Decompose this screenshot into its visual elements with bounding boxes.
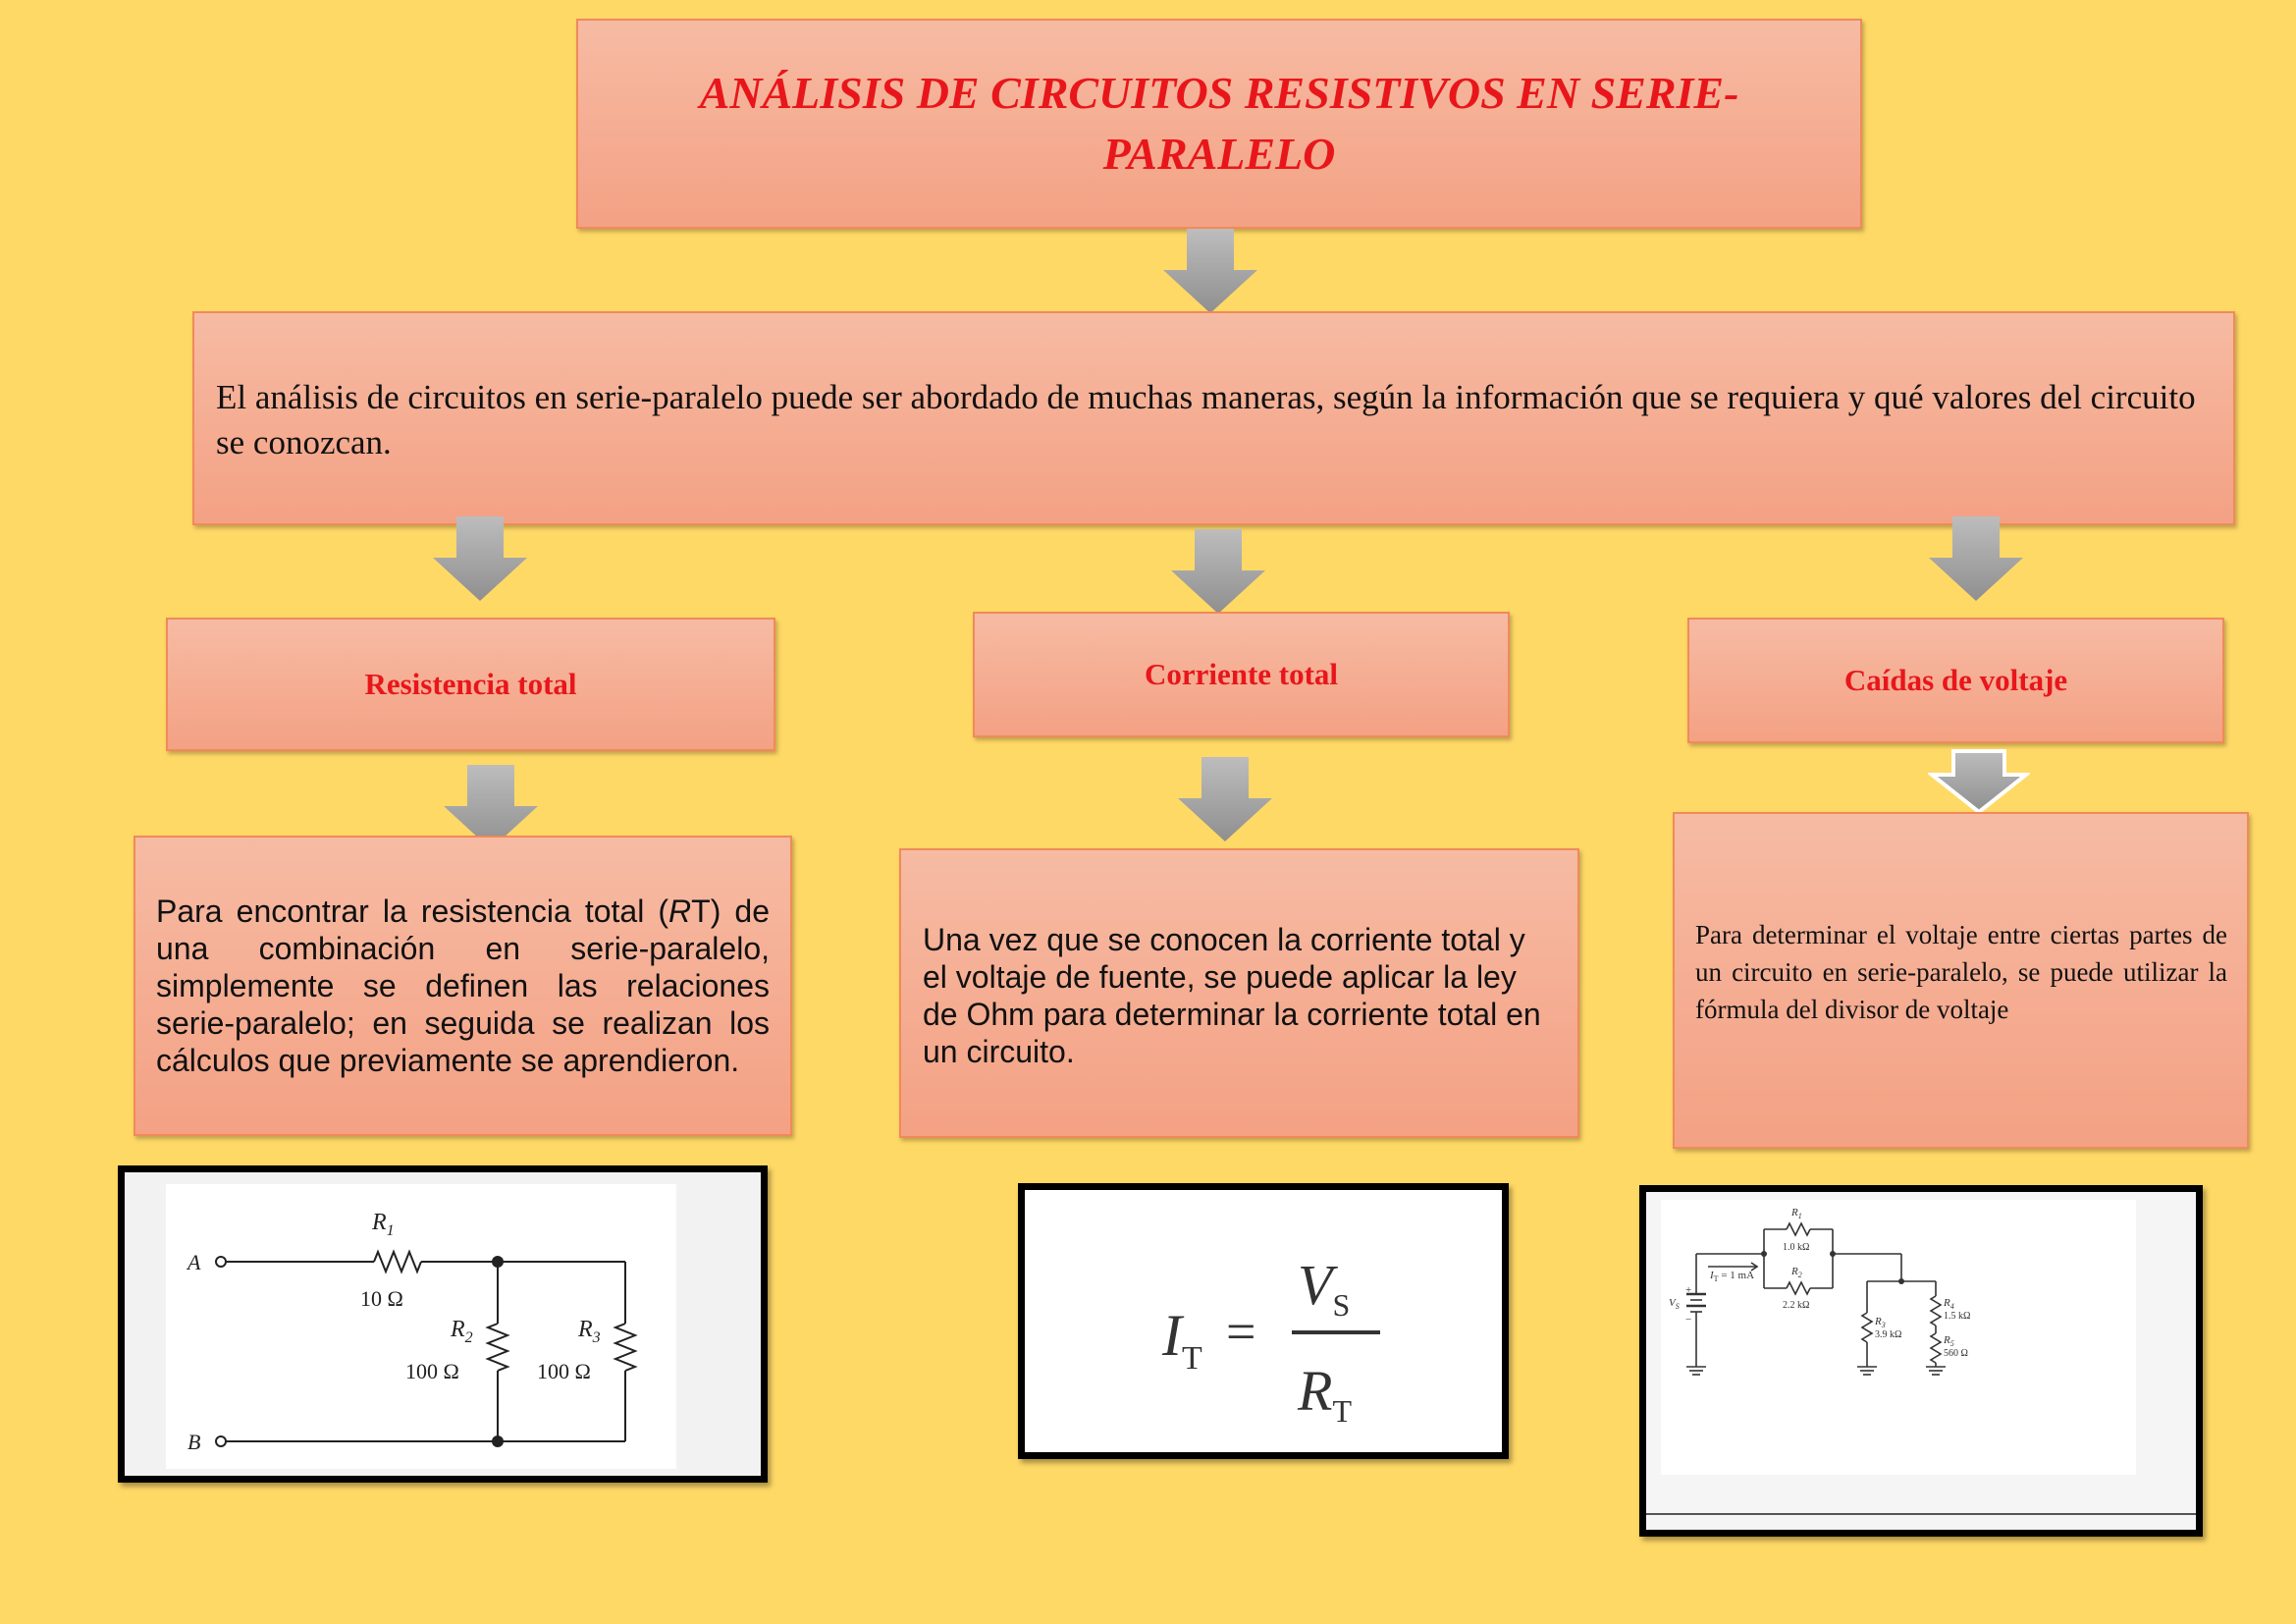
svg-text:−: − <box>1685 1314 1691 1326</box>
svg-text:1.5 kΩ: 1.5 kΩ <box>1944 1311 1970 1322</box>
node-b-label: B <box>187 1430 200 1454</box>
ohm-law-formula: IT = VS RT <box>1161 1253 1380 1429</box>
description-resistance: Para encontrar la resistencia total (RT)… <box>156 893 771 1078</box>
formula-image: IT = VS RT <box>1018 1183 1509 1459</box>
svg-text:R3: R3 <box>577 1317 601 1346</box>
circuit-diagram: A B R1 10 Ω R2 100 Ω R3 100 Ω <box>186 1210 638 1454</box>
svg-text:VS: VS <box>1669 1297 1680 1311</box>
circuit-image-resistance: A B R1 10 Ω R2 100 Ω R3 100 Ω <box>118 1165 768 1483</box>
svg-text:+: + <box>1685 1284 1691 1296</box>
heading-box-current: Corriente total <box>973 612 1510 737</box>
description-box-current: Una vez que se conocen la corriente tota… <box>899 848 1579 1138</box>
svg-text:2.2 kΩ: 2.2 kΩ <box>1783 1300 1809 1311</box>
intro-box: El análisis de circuitos en serie-parale… <box>192 311 2235 525</box>
svg-text:R2: R2 <box>450 1317 473 1346</box>
arrow-down-icon <box>1929 516 2023 601</box>
description-voltage: Para determinar el voltaje entre ciertas… <box>1695 920 2227 1024</box>
node-a-label: A <box>186 1250 201 1274</box>
arrow-down-icon <box>444 765 538 849</box>
svg-text:R3: R3 <box>1874 1316 1886 1329</box>
page-title: ANÁLISIS DE CIRCUITOS RESISTIVOS EN SERI… <box>699 68 1739 179</box>
svg-text:RT: RT <box>1297 1359 1352 1429</box>
description-current: Una vez que se conocen la corriente tota… <box>923 922 1541 1069</box>
svg-text:VS: VS <box>1298 1253 1350 1323</box>
divider-line <box>1646 1513 2196 1515</box>
svg-text:R2: R2 <box>1790 1266 1802 1279</box>
heading-box-resistance: Resistencia total <box>166 618 775 751</box>
svg-text:IT: IT <box>1161 1303 1202 1377</box>
arrow-down-icon <box>433 516 527 601</box>
title-box: ANÁLISIS DE CIRCUITOS RESISTIVOS EN SERI… <box>576 19 1862 229</box>
svg-text:R1: R1 <box>1790 1207 1802 1220</box>
heading-current: Corriente total <box>1144 657 1339 691</box>
r3-value: 100 Ω <box>537 1359 591 1383</box>
heading-resistance: Resistencia total <box>364 667 577 701</box>
circuit-image-voltage: + − VS IT = 1 mA R1 1.0 kΩ R2 2.2 kΩ R3 … <box>1639 1185 2203 1537</box>
arrow-down-icon <box>1178 757 1272 841</box>
heading-box-voltage: Caídas de voltaje <box>1687 618 2224 743</box>
svg-text:=: = <box>1226 1302 1255 1361</box>
svg-text:R4: R4 <box>1943 1297 1954 1311</box>
svg-text:560 Ω: 560 Ω <box>1944 1348 1968 1359</box>
svg-text:IT = 1 mA: IT = 1 mA <box>1709 1270 1754 1283</box>
voltage-divider-circuit: + − VS IT = 1 mA R1 1.0 kΩ R2 2.2 kΩ R3 … <box>1669 1207 1970 1376</box>
r2-value: 100 Ω <box>405 1359 459 1383</box>
description-box-voltage: Para determinar el voltaje entre ciertas… <box>1673 812 2249 1149</box>
intro-text: El análisis de circuitos en serie-parale… <box>216 378 2196 461</box>
svg-text:R1: R1 <box>371 1210 395 1239</box>
arrow-down-icon <box>1163 229 1257 313</box>
description-box-resistance: Para encontrar la resistencia total (RT)… <box>133 836 792 1136</box>
svg-text:R5: R5 <box>1943 1334 1954 1348</box>
arrow-down-icon <box>1928 749 2030 814</box>
r1-value: 10 Ω <box>360 1286 403 1311</box>
arrow-down-icon <box>1171 529 1265 614</box>
svg-text:1.0 kΩ: 1.0 kΩ <box>1783 1242 1809 1253</box>
svg-text:3.9 kΩ: 3.9 kΩ <box>1875 1329 1901 1340</box>
heading-voltage: Caídas de voltaje <box>1843 663 2068 697</box>
